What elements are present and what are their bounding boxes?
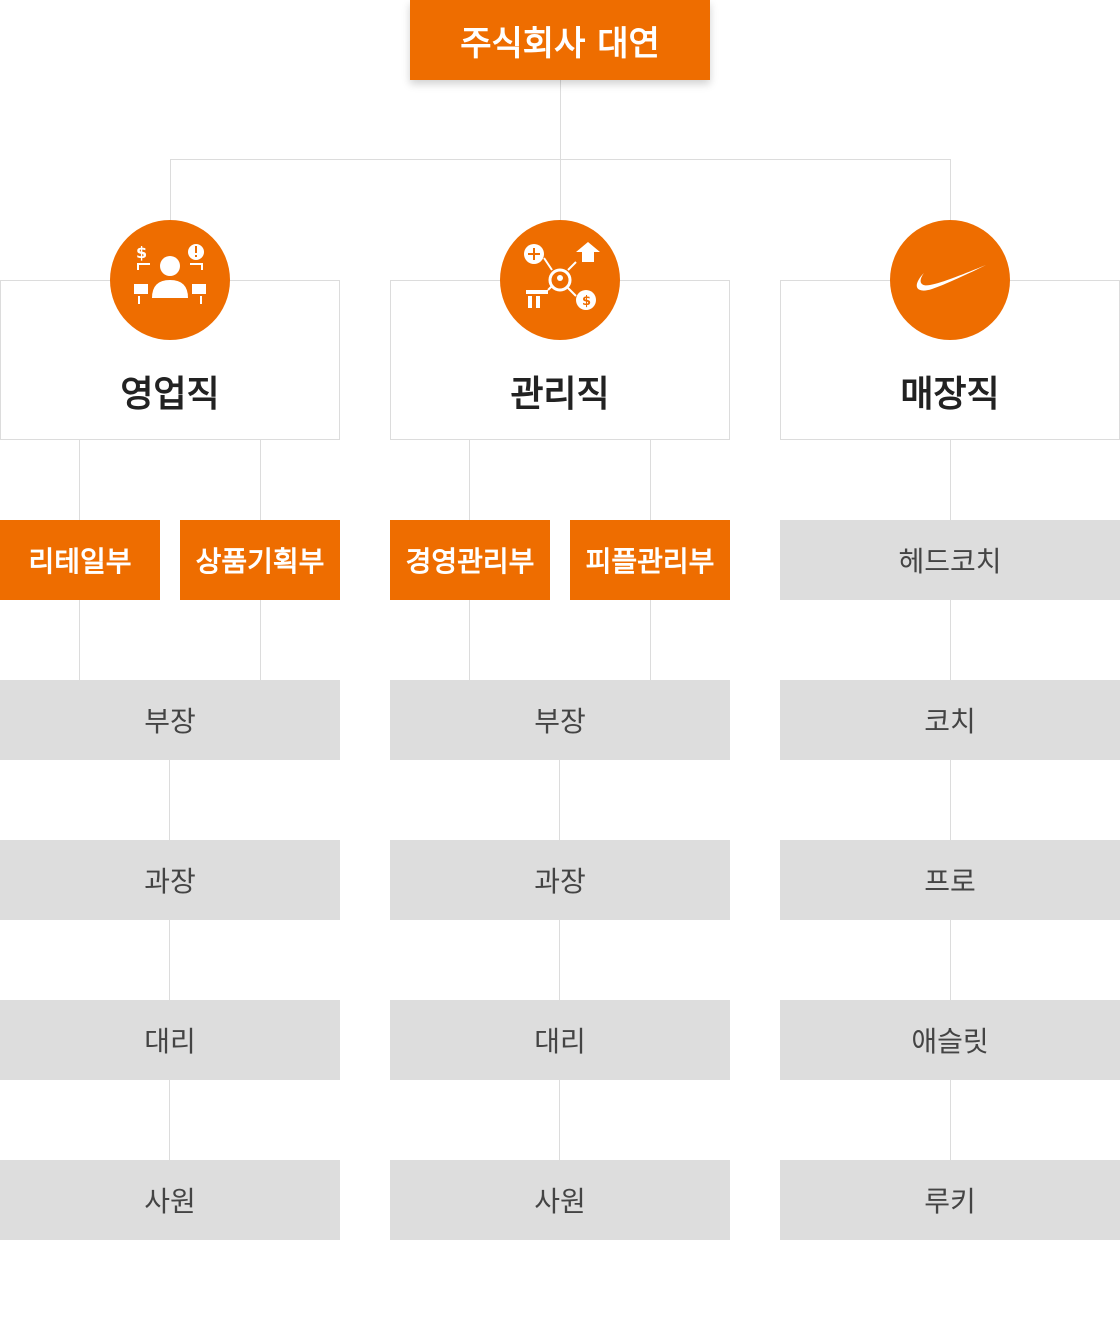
rank-box: 코치 — [780, 680, 1120, 760]
store-head-coach: 헤드코치 — [780, 520, 1120, 600]
category-label: 매장직 — [900, 374, 1000, 415]
rank-box: 사원 — [390, 1160, 730, 1240]
category-label: 관리직 — [510, 374, 610, 415]
dept-business-management: 경영관리부 — [390, 520, 550, 600]
svg-text:$: $ — [136, 243, 147, 262]
connector-line — [560, 80, 561, 220]
svg-text:$: $ — [582, 294, 591, 309]
connector-line — [170, 159, 171, 220]
category-sales: 영업직 — [0, 280, 340, 440]
rank-box: 과장 — [390, 840, 730, 920]
connector-line — [559, 760, 560, 1160]
rank-box: 대리 — [0, 1000, 340, 1080]
swoosh-logo-icon — [890, 220, 1010, 340]
dept-retail: 리테일부 — [0, 520, 160, 600]
connector-line — [950, 159, 951, 220]
rank-box: 부장 — [0, 680, 340, 760]
dept-product-planning: 상품기획부 — [180, 520, 340, 600]
rank-box: 사원 — [0, 1160, 340, 1240]
rank-box: 프로 — [780, 840, 1120, 920]
sales-person-icon: $ — [110, 220, 230, 340]
rank-box: 대리 — [390, 1000, 730, 1080]
connector-line — [169, 760, 170, 1160]
company-title: 주식회사 대연 — [410, 0, 710, 80]
rank-box: 애슬릿 — [780, 1000, 1120, 1080]
category-label: 영업직 — [120, 374, 220, 415]
connector-line — [170, 159, 951, 160]
management-network-icon: $ — [500, 220, 620, 340]
dept-people-management: 피플관리부 — [570, 520, 730, 600]
rank-box: 과장 — [0, 840, 340, 920]
rank-box: 루키 — [780, 1160, 1120, 1240]
rank-box: 부장 — [390, 680, 730, 760]
